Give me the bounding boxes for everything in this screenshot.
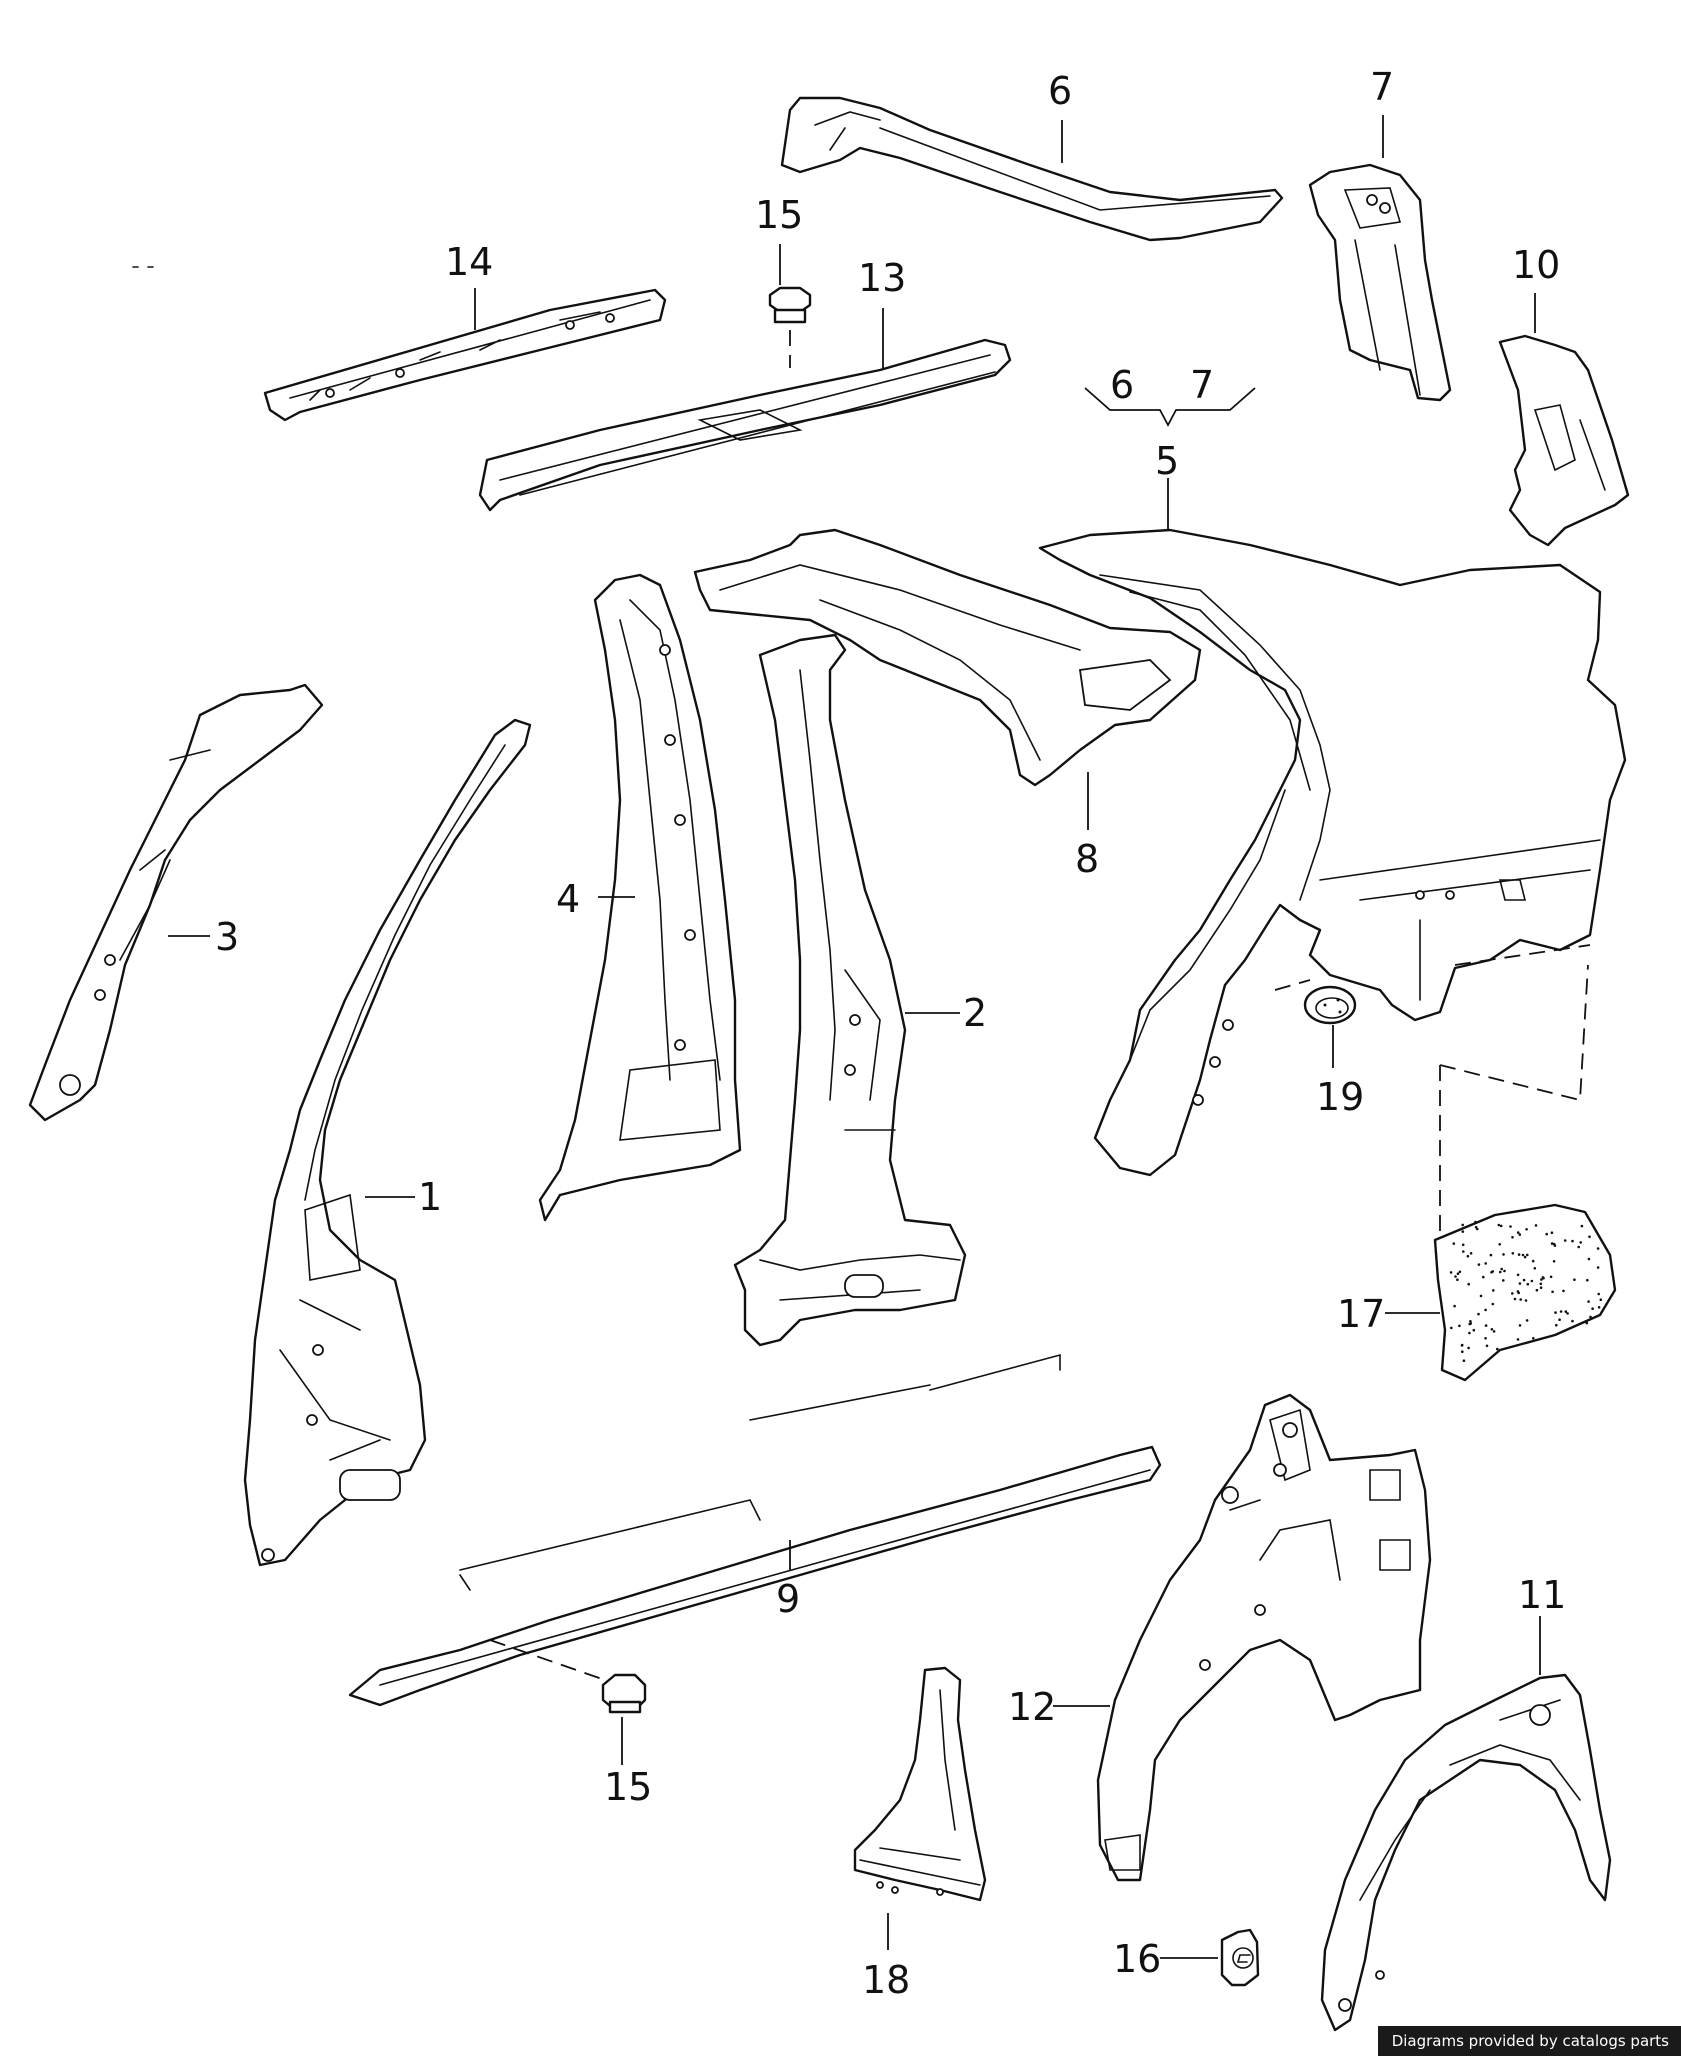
part-19-plug[interactable] xyxy=(1274,944,1591,1025)
part-14-rail[interactable] xyxy=(263,288,667,422)
callout-1: 1 xyxy=(418,1175,442,1219)
part-6-roof-rail[interactable] xyxy=(780,96,1284,242)
part-15-clip-top[interactable] xyxy=(768,286,812,368)
part-12-wheel-house[interactable] xyxy=(1096,1393,1432,1882)
callout-15-bottom: 15 xyxy=(604,1765,652,1809)
part-15-clip-bottom[interactable] xyxy=(601,1673,647,1714)
part-8-inner-panel[interactable] xyxy=(693,528,1202,787)
callout-10: 10 xyxy=(1512,243,1560,287)
pad-texture xyxy=(1449,1220,1603,1362)
callout-13: 13 xyxy=(858,256,906,300)
part-9-sill[interactable] xyxy=(348,1353,1162,1707)
callout-4: 4 xyxy=(556,877,580,921)
callout-5: 5 xyxy=(1155,439,1179,483)
callout-8: 8 xyxy=(1075,837,1099,881)
callout-12: 12 xyxy=(1008,1685,1056,1729)
callout-bracket-5 xyxy=(1084,387,1256,427)
diagram-credit: Diagrams provided by catalogs parts xyxy=(1377,2026,1681,2056)
part-4-b-pillar-inner[interactable] xyxy=(538,573,742,1222)
callout-7-group: 7 xyxy=(1190,363,1214,407)
callout-14: 14 xyxy=(445,240,493,284)
part-7-pillar-bracket[interactable] xyxy=(1308,163,1452,402)
callout-16: 16 xyxy=(1113,1937,1161,1981)
part-3-a-pillar[interactable] xyxy=(28,683,324,1122)
part-17-pad[interactable] xyxy=(1433,964,1617,1382)
part-10-panel[interactable] xyxy=(1498,334,1630,547)
part-18-bracket[interactable] xyxy=(853,1666,987,1902)
callout-19: 19 xyxy=(1316,1075,1364,1119)
part-16-clip[interactable] xyxy=(1220,1928,1260,1987)
part-5-quarter-panel[interactable] xyxy=(1038,528,1627,1177)
callout-3: 3 xyxy=(215,915,239,959)
part-13-sill-rail[interactable] xyxy=(478,338,1012,512)
callout-6-group: 6 xyxy=(1110,363,1134,407)
callout-17: 17 xyxy=(1337,1292,1385,1336)
part-2-b-pillar-outer[interactable] xyxy=(733,633,967,1347)
callout-2: 2 xyxy=(963,991,987,1035)
callout-6: 6 xyxy=(1048,69,1072,113)
callout-18: 18 xyxy=(862,1958,910,2002)
callout-9: 9 xyxy=(776,1577,800,1621)
callout-labels: 1 2 3 4 5 6 6 7 7 8 9 10 11 12 13 14 15 … xyxy=(215,65,1566,2002)
callout-11: 11 xyxy=(1518,1573,1566,1617)
callout-7: 7 xyxy=(1370,65,1394,109)
part-1-front-pillar[interactable] xyxy=(243,718,532,1567)
leader-lines xyxy=(168,115,1541,1959)
part-11-wheel-arch[interactable] xyxy=(1320,1673,1612,2032)
callout-15-top: 15 xyxy=(755,193,803,237)
